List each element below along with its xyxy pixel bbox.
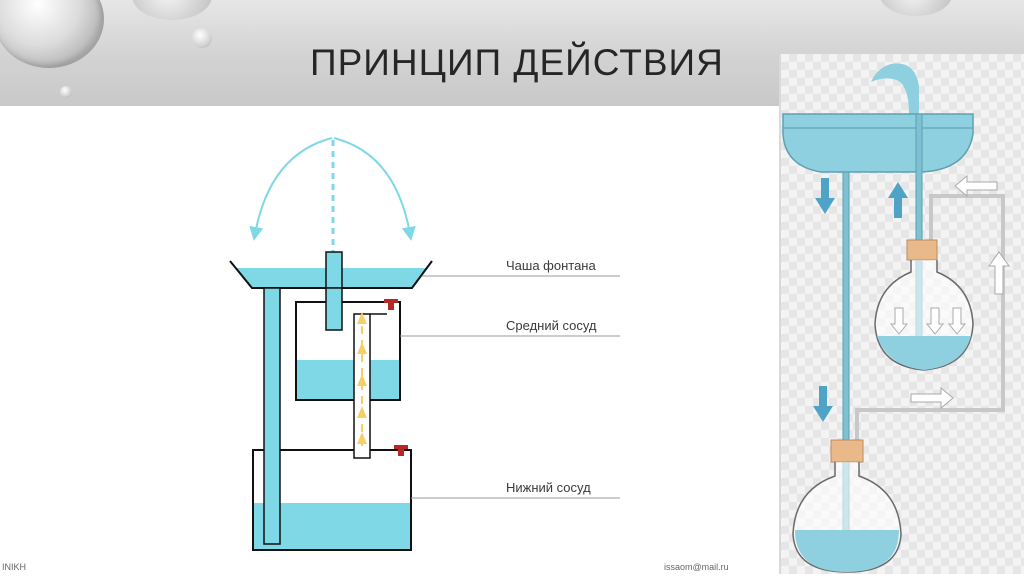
lower-vessel-valve bbox=[394, 445, 408, 456]
flow-arrow-down-icon bbox=[815, 178, 835, 214]
middle-vessel-water bbox=[297, 360, 400, 400]
water-drop-decoration bbox=[192, 28, 212, 48]
middle-vessel-valve bbox=[384, 299, 398, 310]
air-arrow-up-icon bbox=[988, 251, 1010, 295]
jet-pipe bbox=[325, 251, 343, 289]
flask-fountain-svg bbox=[782, 63, 1010, 573]
water-drop-decoration bbox=[132, 0, 212, 20]
spray-arc-left bbox=[249, 137, 333, 241]
fountain-schematic: Чаша фонтана Средний сосуд Нижний сосуд bbox=[0, 106, 780, 574]
flow-arrow-down-icon bbox=[813, 386, 833, 422]
flask-bowl bbox=[782, 113, 974, 173]
middle-vessel-jet-pipe bbox=[325, 287, 343, 331]
flask-fountain-illustration bbox=[779, 54, 1024, 574]
slide-header: ПРИНЦИП ДЕЙСТВИЯ bbox=[0, 0, 1024, 106]
footer-email: issaom@mail.ru bbox=[664, 562, 729, 572]
air-arrow-right-icon bbox=[910, 386, 954, 410]
water-drop-decoration bbox=[880, 0, 952, 16]
lower-vessel bbox=[252, 449, 412, 551]
lower-flask bbox=[792, 439, 902, 573]
flow-arrow-up-icon bbox=[888, 182, 908, 218]
slide-title: ПРИНЦИП ДЕЙСТВИЯ bbox=[310, 42, 724, 83]
lower-vessel-label: Нижний сосуд bbox=[506, 480, 591, 495]
water-drop-decoration bbox=[60, 86, 72, 98]
air-flow-arrows bbox=[357, 312, 367, 446]
middle-vessel bbox=[295, 301, 401, 401]
air-arrow-left-icon bbox=[954, 174, 998, 198]
upper-flask bbox=[874, 239, 974, 371]
bowl-downpipe bbox=[263, 287, 281, 545]
middle-vessel-label: Средний сосуд bbox=[506, 318, 597, 333]
flask-jet bbox=[871, 63, 919, 114]
water-drop-decoration bbox=[0, 0, 104, 68]
spray-arc-right bbox=[333, 137, 416, 241]
air-arrow-down-icon bbox=[889, 307, 967, 335]
bowl-label: Чаша фонтана bbox=[506, 258, 596, 273]
flask-air-tube-upper bbox=[855, 194, 1005, 440]
footer-left-text: INIKH bbox=[2, 562, 27, 572]
fountain-schematic-svg: Чаша фонтана Средний сосуд Нижний сосуд bbox=[229, 137, 620, 551]
